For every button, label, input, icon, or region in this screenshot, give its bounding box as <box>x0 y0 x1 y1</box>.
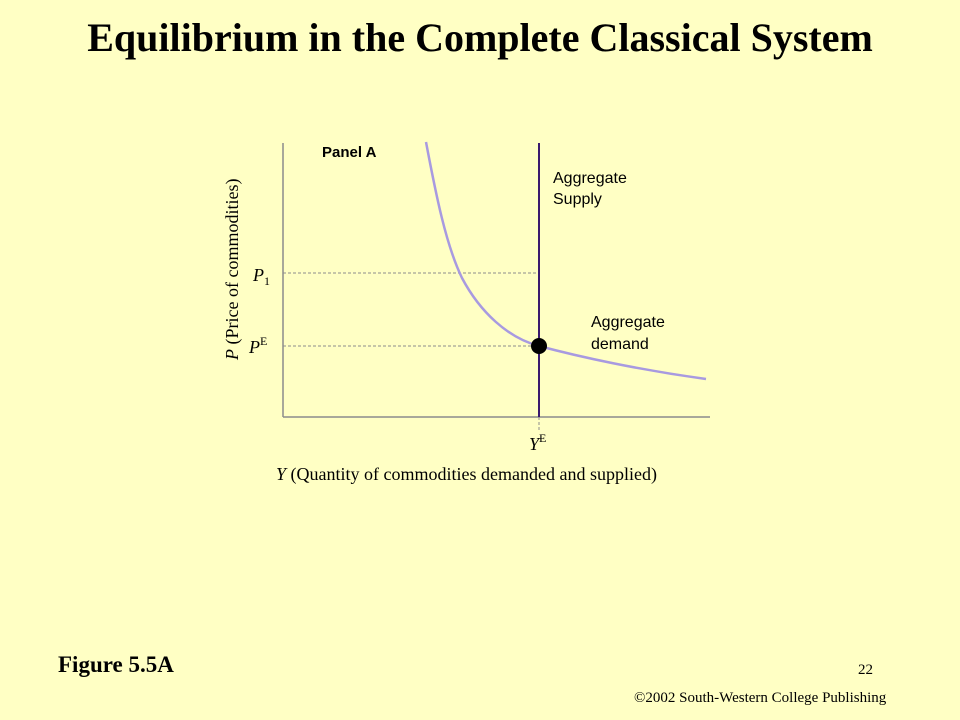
aggregate-supply-label-line2: Supply <box>553 191 602 208</box>
aggregate-demand-label-line2: demand <box>591 336 649 353</box>
slide-number: 22 <box>858 662 873 678</box>
copyright-notice: ©2002 South-Western College Publishing <box>634 690 887 706</box>
x-axis-label: Y (Quantity of commodities demanded and … <box>276 464 657 485</box>
pe-label: PE <box>248 334 267 357</box>
y-axis-label: P (Price of commodities) <box>222 179 243 361</box>
figure-label: Figure 5.5A <box>58 652 174 677</box>
panel-label: Panel A <box>322 144 377 161</box>
equilibrium-point <box>531 338 547 354</box>
aggregate-demand-label-line1: Aggregate <box>591 314 665 331</box>
aggregate-supply-label-line1: Aggregate <box>553 170 627 187</box>
slide-title: Equilibrium in the Complete Classical Sy… <box>87 15 873 60</box>
ye-label: YE <box>529 431 546 454</box>
aggregate-demand-curve <box>424 141 707 381</box>
p1-label: P1 <box>252 265 270 288</box>
